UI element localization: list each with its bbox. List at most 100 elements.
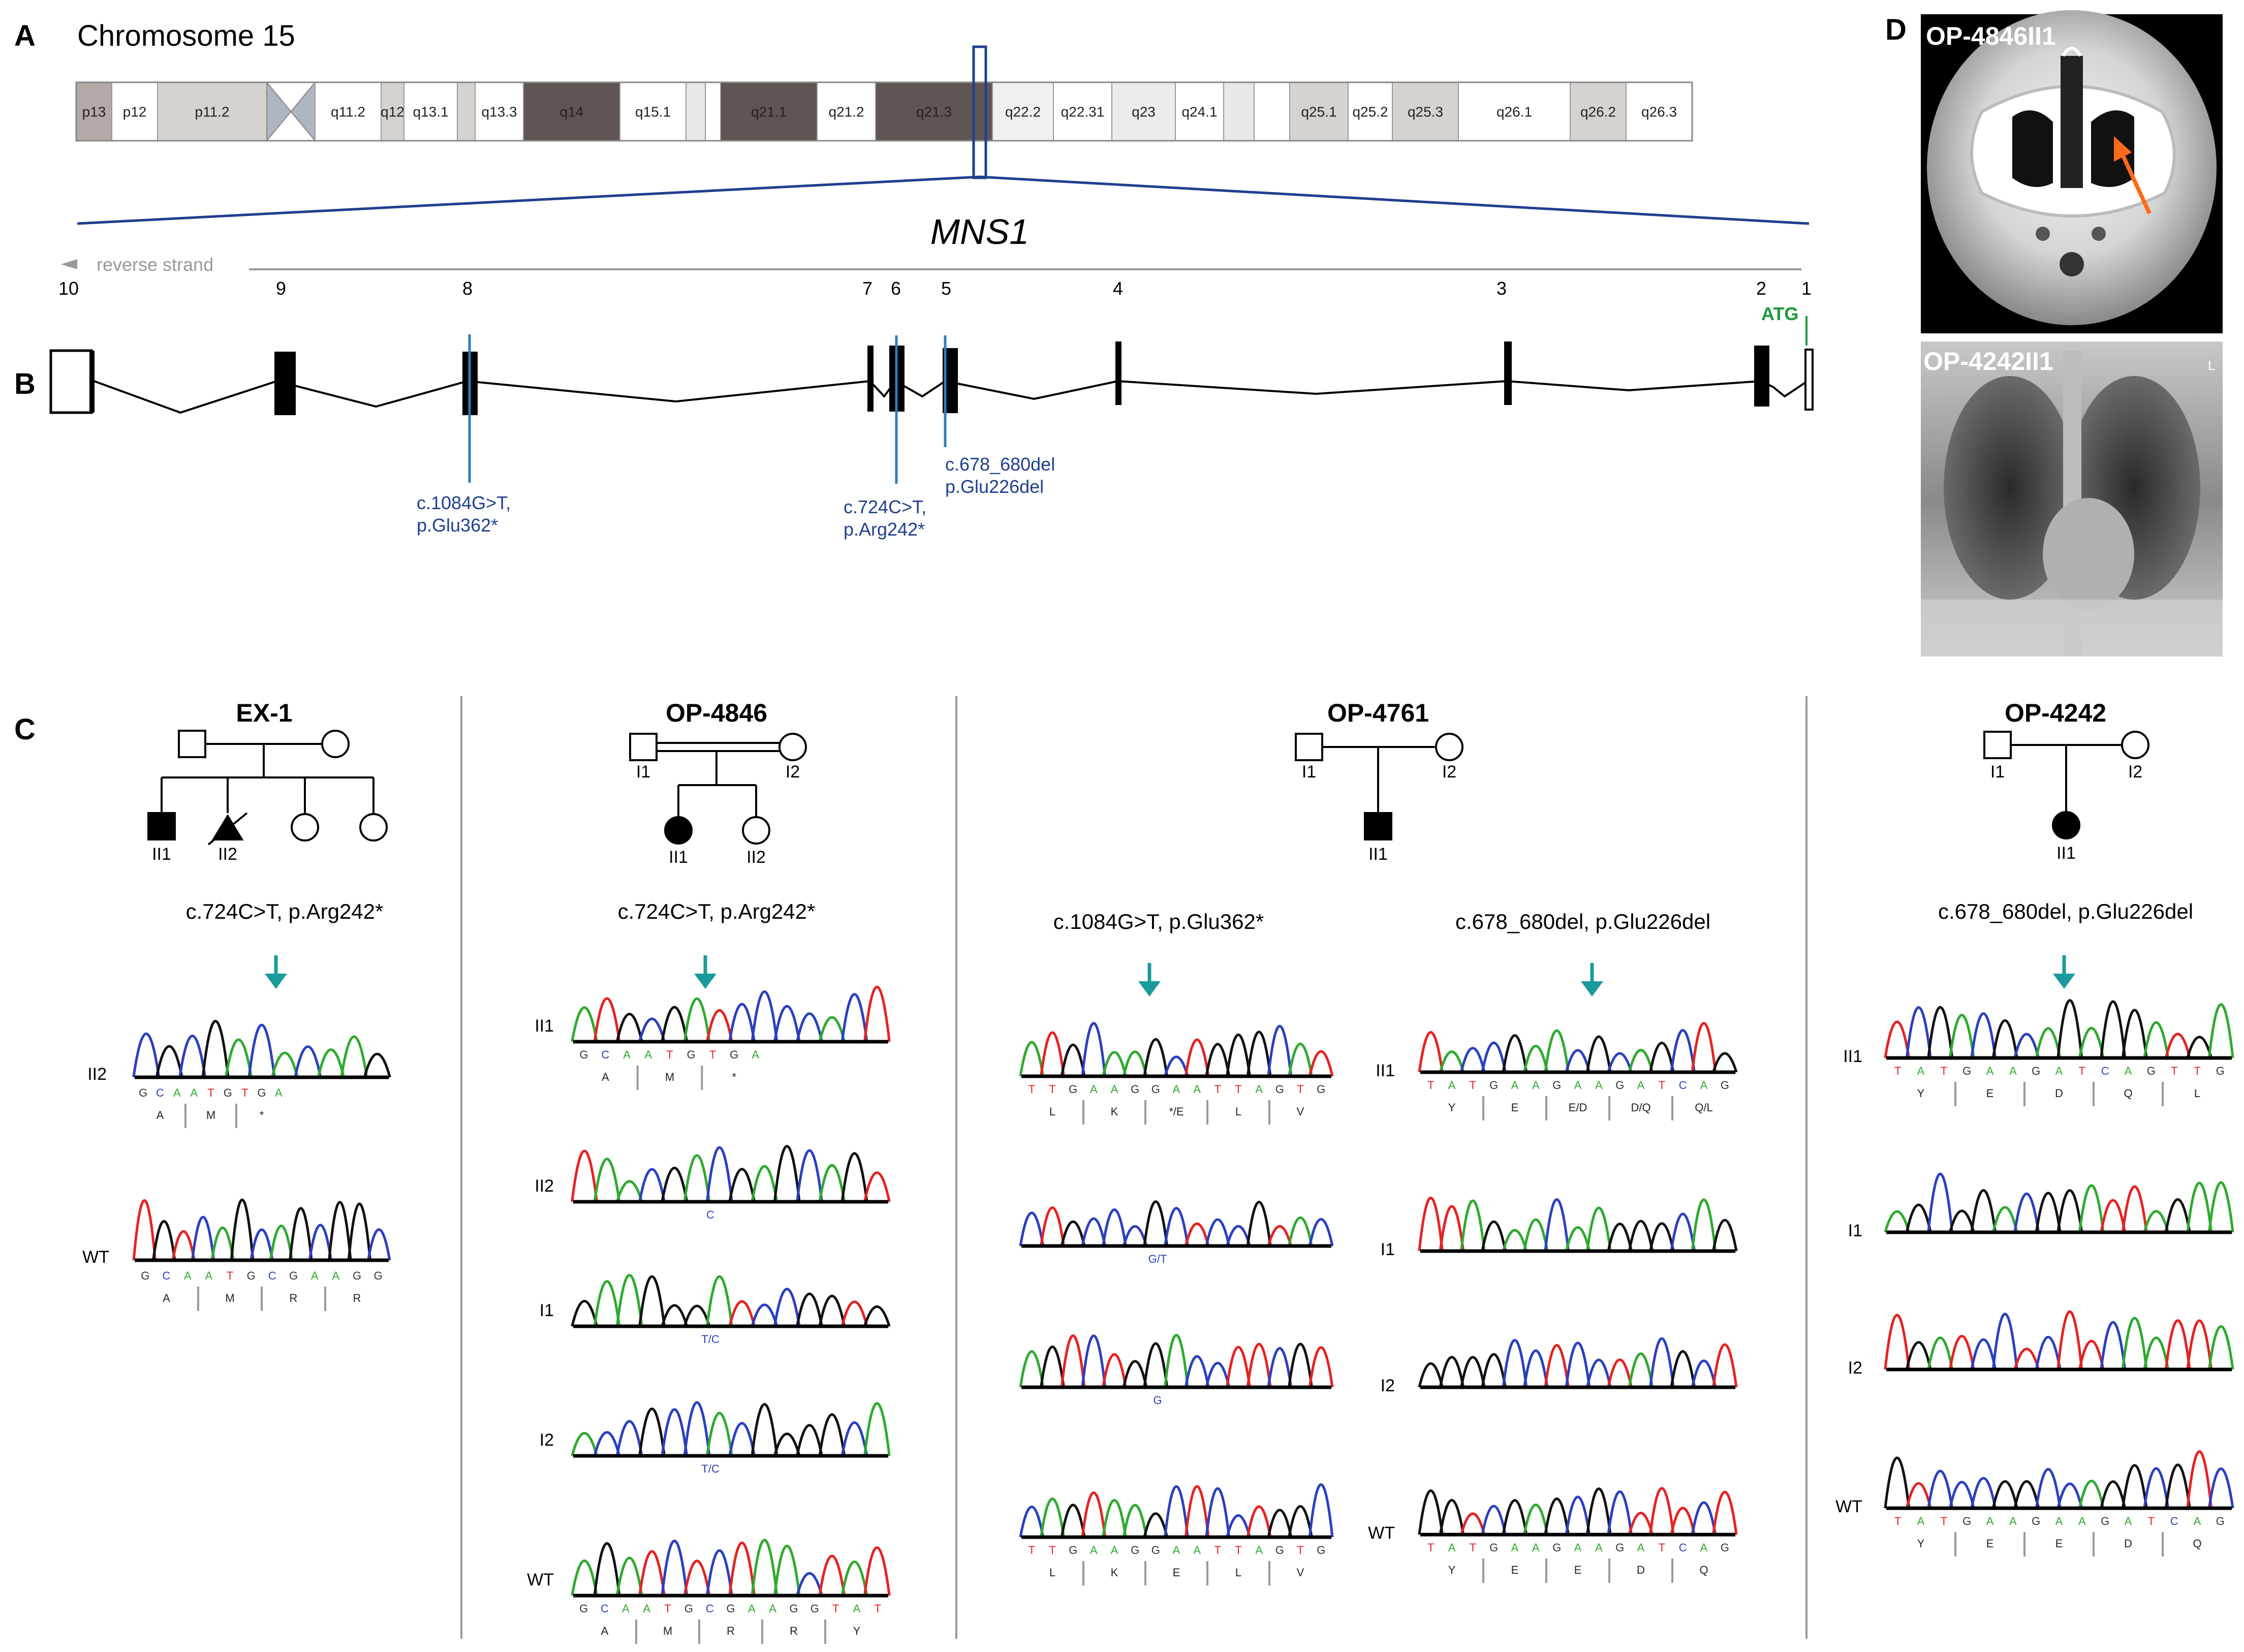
amino-acid: M — [206, 1109, 215, 1121]
chromosome-band — [1254, 82, 1290, 141]
amino-acid: Y — [1917, 1537, 1925, 1550]
exon-2 — [1754, 346, 1769, 407]
amino-acid: R — [727, 1625, 735, 1637]
chromatogram-op4761-right-1 — [1418, 1196, 1738, 1253]
base-call: G — [1069, 1083, 1077, 1096]
chromosome-band — [720, 82, 818, 141]
exon-number: 7 — [862, 278, 872, 299]
base-call: T — [1941, 1515, 1947, 1528]
amino-acid: R — [790, 1625, 798, 1637]
intron-line — [94, 380, 1809, 414]
base-call: T — [664, 1602, 671, 1615]
variant-label-c1084: c.1084G>T, p.Glu362* — [417, 492, 516, 536]
amino-acid: A — [602, 1071, 609, 1083]
chromatogram-op4761-left-0 — [1019, 1022, 1334, 1078]
gene-structure — [49, 334, 1814, 484]
chromosome-band — [705, 82, 721, 141]
base-call: G — [684, 1602, 693, 1615]
base-call: T — [1941, 1065, 1947, 1077]
base-call: C — [268, 1269, 276, 1282]
band-label: q25.2 — [1352, 104, 1388, 120]
variant-call: T/C — [701, 1462, 720, 1475]
exon-number-row: 10 9 8 7 6 5 4 3 2 1 — [58, 278, 1812, 299]
amino-acid: L — [1049, 1105, 1055, 1118]
track-label: I1 — [540, 1301, 554, 1320]
base-call: C — [2101, 1065, 2109, 1077]
ct-image-label: OP-4846II1 — [1926, 22, 2056, 50]
band-label: q26.3 — [1641, 104, 1677, 120]
track-label: I1 — [1848, 1221, 1862, 1240]
base-call: T — [875, 1602, 881, 1615]
base-call: T — [1470, 1079, 1476, 1092]
exon-number: 4 — [1113, 278, 1123, 299]
base-call: G — [1489, 1541, 1498, 1554]
base-call: A — [752, 1048, 760, 1061]
amino-acid: V — [1297, 1566, 1304, 1579]
amino-acid: * — [732, 1071, 736, 1083]
pedigree-label: I1 — [636, 762, 650, 782]
base-call: A — [1111, 1083, 1118, 1096]
chromatogram-op4242-i2 — [1884, 1310, 2234, 1372]
base-call: A — [1448, 1079, 1456, 1092]
track-label: WT — [1368, 1523, 1395, 1543]
strand-label: reverse strand — [97, 254, 213, 275]
base-call: G — [579, 1602, 588, 1615]
chromatogram-op4761-left-2 — [1019, 1333, 1334, 1389]
chromatogram-op4761-right-2 — [1418, 1337, 1738, 1389]
track-label: I2 — [540, 1430, 554, 1450]
mutation-label-op4761-right: c.678_680del, p.Glu226del — [1455, 910, 1710, 933]
panel-letter-c: C — [14, 713, 36, 746]
track-label: II1 — [1376, 1061, 1395, 1080]
base-call: G — [1552, 1079, 1561, 1092]
base-call: G — [2147, 1065, 2156, 1077]
base-call: A — [173, 1086, 181, 1099]
exon-number: 6 — [891, 278, 901, 299]
chromosome-band — [1348, 82, 1393, 141]
mutation-arrow-icon — [265, 955, 287, 989]
chromosome-band — [685, 82, 706, 141]
mutation-arrow-icon — [1581, 963, 1603, 996]
strand-arrow-icon — [61, 259, 77, 269]
track-label: II2 — [87, 1065, 107, 1084]
band-label: q22.2 — [1005, 104, 1041, 120]
exon-number: 5 — [941, 278, 951, 299]
track-label: I1 — [1381, 1240, 1395, 1259]
base-call: C — [2170, 1515, 2178, 1528]
base-call: C — [163, 1269, 171, 1282]
base-call: C — [156, 1086, 164, 1099]
base-call: A — [2055, 1065, 2063, 1077]
band-label: p12 — [123, 104, 147, 120]
chromosome-band — [403, 82, 458, 141]
base-call: G — [2101, 1515, 2109, 1528]
base-call: G — [1317, 1083, 1325, 1096]
chromatogram-op4242-wt — [1884, 1450, 2234, 1510]
base-call: A — [622, 1602, 630, 1615]
pedigree-label: II1 — [2056, 844, 2076, 863]
exon-9 — [274, 352, 296, 415]
base-call: G — [1131, 1544, 1139, 1556]
track-label: WT — [527, 1570, 554, 1589]
chromatogram-op4761-right-3 — [1418, 1487, 1738, 1537]
variant-call: G — [1153, 1394, 1162, 1407]
chromatogram-op4761-left-1 — [1019, 1200, 1334, 1248]
amino-acid: D — [2124, 1537, 2132, 1550]
amino-acid: D/Q — [1631, 1101, 1650, 1114]
base-call: A — [1637, 1079, 1645, 1092]
base-call: G — [1489, 1079, 1498, 1092]
base-call: A — [1595, 1541, 1603, 1554]
pedigree-op4242 — [1983, 731, 2149, 839]
base-call: G — [2032, 1515, 2040, 1528]
pedigree-label: II2 — [746, 848, 766, 867]
chromatogram-op4846-ii2 — [571, 1145, 891, 1204]
base-call: A — [205, 1269, 212, 1282]
amino-acid: Q — [2124, 1087, 2132, 1100]
base-call: T — [241, 1086, 248, 1099]
exon-number: 1 — [1801, 278, 1812, 299]
amino-acid: A — [163, 1292, 170, 1304]
base-call: G — [141, 1269, 149, 1282]
base-call: A — [1255, 1083, 1263, 1096]
base-call: A — [1090, 1083, 1098, 1096]
chromatogram-op4846-wt — [571, 1539, 891, 1598]
centromere — [266, 81, 316, 142]
base-call: T — [207, 1086, 214, 1099]
